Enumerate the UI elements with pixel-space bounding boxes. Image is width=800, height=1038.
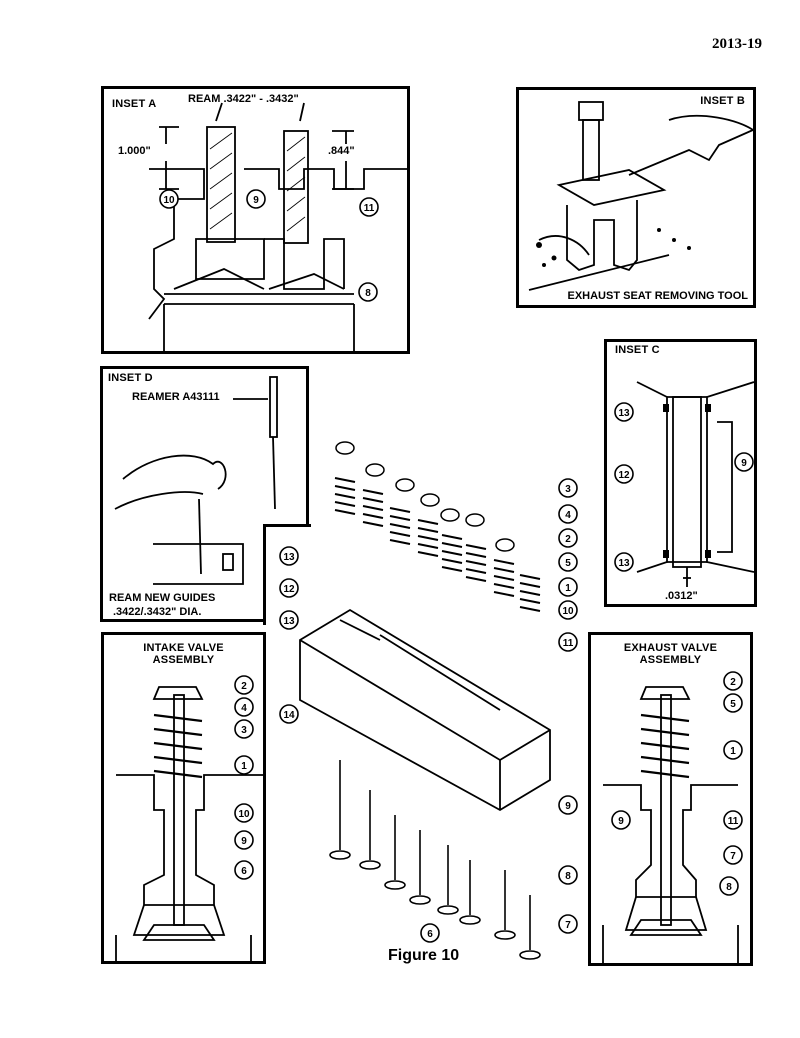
callout-9 bbox=[246, 189, 266, 209]
intake-callout-2: 2 bbox=[241, 681, 247, 692]
intake-title-2: ASSEMBLY bbox=[152, 654, 215, 666]
main-callout-14: 14 bbox=[283, 710, 295, 721]
inset-d-notch-edge-left bbox=[263, 524, 266, 625]
exhaust-seat-tool-label: EXHAUST SEAT REMOVING TOOL bbox=[567, 290, 749, 302]
intake-valve-panel: INTAKE VALVE ASSEMBLY 2 4 3 1 10 9 6 bbox=[101, 632, 266, 964]
inset-b-title: INSET B bbox=[700, 95, 745, 107]
inset-b-drawing bbox=[528, 101, 753, 291]
inset-c-drawing: 13 12 9 13 bbox=[614, 381, 754, 587]
inset-c-title: INSET C bbox=[615, 344, 660, 356]
inset-a-drawing: 10 9 11 8 bbox=[148, 102, 407, 351]
exhaust-callout-1: 1 bbox=[730, 746, 736, 757]
inset-a-dim-1000: 1.000" bbox=[118, 145, 151, 157]
callout-8-text: 8 bbox=[365, 288, 371, 299]
page-number: 2013-19 bbox=[712, 36, 762, 52]
main-callout-3: 3 bbox=[565, 484, 571, 495]
exhaust-callout-2: 2 bbox=[730, 677, 736, 688]
main-callout-2: 2 bbox=[565, 534, 571, 545]
inset-c-panel: INSET C .0312" 13 12 9 13 bbox=[604, 339, 757, 607]
callout-10-text: 10 bbox=[163, 195, 175, 206]
reamer-label: REAMER A43111 bbox=[132, 391, 220, 403]
callout-9-text: 9 bbox=[253, 195, 259, 206]
inset-d-notch bbox=[266, 524, 310, 626]
main-callout-4: 4 bbox=[565, 510, 571, 521]
main-callout-7: 7 bbox=[565, 920, 571, 931]
inset-d-notch-edge-top bbox=[263, 524, 311, 527]
intake-title-1: INTAKE VALVE bbox=[143, 642, 224, 654]
main-callout-10: 10 bbox=[562, 606, 574, 617]
inset-a-ream-label: REAM .3422" - .3432" bbox=[188, 93, 299, 105]
exhaust-valve-panel: EXHAUST VALVE ASSEMBLY 2 5 1 9 11 7 8 bbox=[588, 632, 753, 966]
exhaust-callout-9: 9 bbox=[618, 816, 624, 827]
inset-c-callout-13b: 13 bbox=[618, 558, 630, 569]
intake-callout-9: 9 bbox=[241, 836, 247, 847]
inset-c-callout-12: 12 bbox=[618, 470, 630, 481]
intake-callout-1: 1 bbox=[241, 761, 247, 772]
main-callout-1: 1 bbox=[565, 583, 571, 594]
intake-callout-4: 4 bbox=[241, 703, 247, 714]
exhaust-callout-11: 11 bbox=[728, 816, 739, 827]
inset-a-dim-844: .844" bbox=[328, 145, 355, 157]
main-callout-9: 9 bbox=[565, 801, 571, 812]
main-callout-11: 11 bbox=[563, 638, 574, 649]
callout-11 bbox=[359, 197, 379, 217]
intake-callout-3: 3 bbox=[241, 725, 247, 736]
inset-a-panel: INSET A REAM .3422" - .3432" 1.000" .844… bbox=[101, 86, 410, 354]
exhaust-callout-5: 5 bbox=[730, 699, 736, 710]
ream-guides-line2: .3422/.3432" DIA. bbox=[113, 606, 202, 618]
exhaust-drawing: 2 5 1 9 11 7 8 bbox=[602, 671, 743, 963]
callout-11-text: 11 bbox=[364, 203, 375, 214]
inset-d-title: INSET D bbox=[108, 372, 153, 384]
intake-callout-10: 10 bbox=[238, 809, 250, 820]
exhaust-callout-7: 7 bbox=[730, 851, 736, 862]
exhaust-title-2: ASSEMBLY bbox=[639, 654, 702, 666]
exhaust-callout-8: 8 bbox=[726, 882, 732, 893]
ream-guides-line1: REAM NEW GUIDES bbox=[109, 592, 216, 604]
inset-a-title: INSET A bbox=[112, 98, 157, 110]
inset-c-callout-9: 9 bbox=[741, 458, 747, 469]
exhaust-title-1: EXHAUST VALVE bbox=[623, 642, 718, 654]
figure-caption: Figure 10 bbox=[388, 947, 460, 964]
intake-callout-6: 6 bbox=[241, 866, 247, 877]
main-callout-5: 5 bbox=[565, 558, 571, 569]
main-callout-6: 6 bbox=[427, 929, 433, 940]
callout-10 bbox=[159, 189, 179, 209]
callout-8 bbox=[358, 282, 378, 302]
inset-c-callout-13a: 13 bbox=[618, 408, 630, 419]
intake-drawing: 2 4 3 1 10 9 6 bbox=[115, 675, 263, 961]
main-callout-8: 8 bbox=[565, 871, 571, 882]
inset-c-dim: .0312" bbox=[665, 590, 698, 602]
inset-b-panel: INSET B EXHAUST SEAT REMOVING TOOL bbox=[516, 87, 756, 308]
